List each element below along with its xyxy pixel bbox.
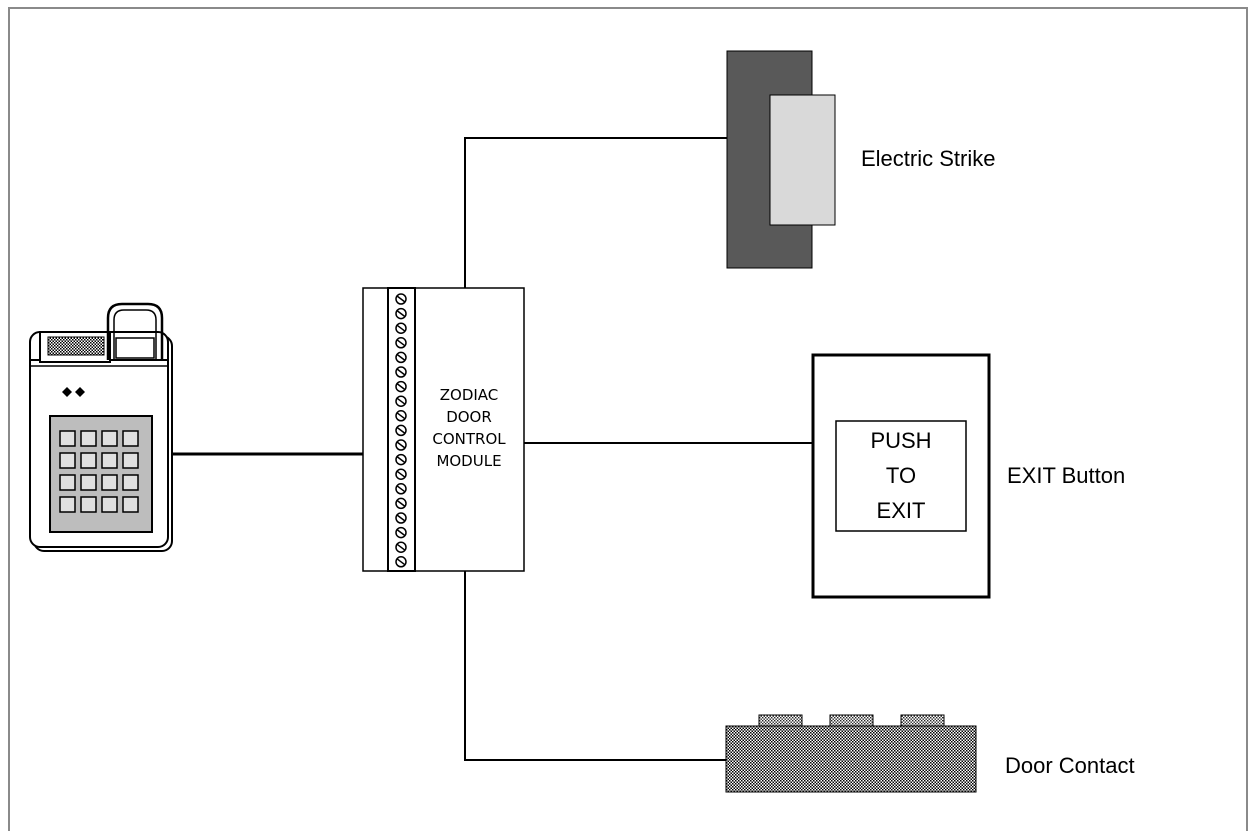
terminal-screw-slot (396, 441, 406, 449)
terminal-screw-slot (396, 470, 406, 478)
terminal-screw-slot (396, 499, 406, 507)
terminal-screw-slot (396, 412, 406, 420)
keypad-keys (59, 430, 139, 513)
keypad-clip (106, 302, 164, 360)
exit-button-device: PUSH TO EXIT EXIT Button (811, 353, 1125, 599)
terminal-screw-slot (396, 368, 406, 376)
wire-module-strike (464, 137, 728, 288)
exit-button-caption: EXIT Button (1007, 463, 1125, 488)
led-indicators (62, 387, 85, 397)
exit-plate-line-1: PUSH (870, 428, 931, 453)
contact-body (725, 725, 977, 793)
module-line-4: MODULE (436, 452, 501, 470)
door-control-module: ZODIAC DOOR CONTROL MODULE (362, 287, 525, 572)
terminal-screw-slot (396, 397, 406, 405)
contact-bump-2 (829, 714, 874, 728)
door-contact: Door Contact (725, 714, 1135, 793)
exit-plate-line-3: EXIT (877, 498, 926, 523)
terminal-screw-slot (396, 324, 406, 332)
terminal-screw-slot (396, 383, 406, 391)
contact-bump-1 (758, 714, 803, 728)
terminal-screw-slot (396, 456, 406, 464)
electric-strike: Electric Strike (726, 50, 995, 269)
terminal-screw-slot (396, 310, 406, 318)
keypad-reader (29, 302, 173, 552)
terminal-screw-slot (396, 543, 406, 551)
contact-bump-3 (900, 714, 945, 728)
terminal-screw-slot (396, 426, 406, 434)
terminal-screws (395, 293, 407, 568)
module-line-3: CONTROL (432, 430, 506, 448)
strike-keeper (769, 94, 836, 226)
exit-plate-line-2: TO (886, 463, 916, 488)
terminal-screw-slot (396, 339, 406, 347)
terminal-screw-slot (396, 485, 406, 493)
terminal-screw-slot (396, 353, 406, 361)
module-line-1: ZODIAC (440, 386, 499, 404)
door-contact-caption: Door Contact (1005, 753, 1135, 778)
terminal-screw-slot (396, 295, 406, 303)
terminal-screw-slot (396, 514, 406, 522)
exit-button-plate (835, 420, 967, 532)
wires (172, 137, 812, 761)
wire-module-contact (464, 571, 726, 761)
electric-strike-caption: Electric Strike (861, 146, 995, 171)
diagram-border (8, 7, 1248, 836)
module-line-2: DOOR (446, 408, 492, 426)
terminal-screw-slot (396, 528, 406, 537)
terminal-screw-slot (396, 558, 406, 566)
